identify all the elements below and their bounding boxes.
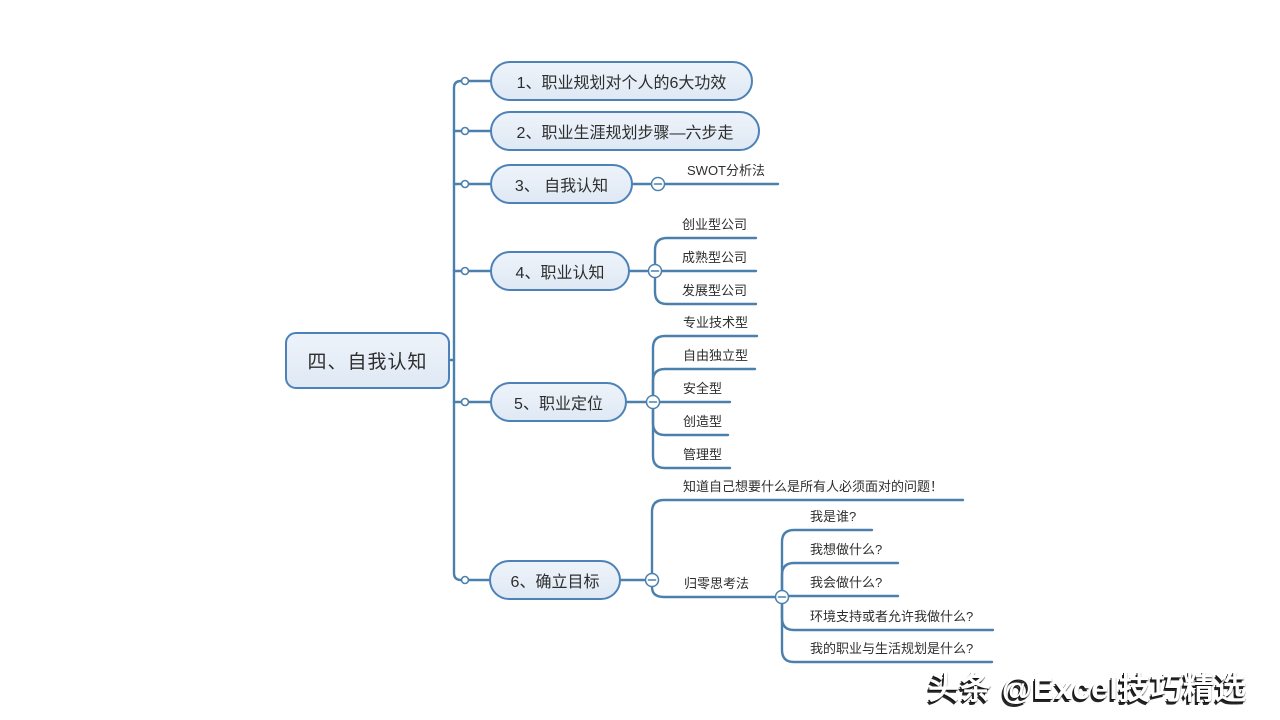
branch-dot: [460, 575, 470, 585]
subtopic-zero-thinking[interactable]: 归零思考法: [684, 576, 750, 591]
collapse-toggles: [644, 176, 790, 605]
collapse-toggle-icon[interactable]: [645, 394, 661, 410]
subtopic-what-can-do[interactable]: 我会做什么?: [810, 575, 883, 590]
root-topic[interactable]: 四、自我认知: [285, 332, 450, 389]
topic-node-5[interactable]: 5、职业定位: [490, 382, 627, 422]
collapse-toggle-icon[interactable]: [650, 176, 666, 192]
branch-point-dots: [460, 76, 470, 585]
subtopic-career-life-plan[interactable]: 我的职业与生活规划是什么?: [810, 641, 974, 656]
branch-dot: [460, 266, 470, 276]
branch-dot: [460, 397, 470, 407]
topic-node-6[interactable]: 6、确立目标: [489, 560, 621, 600]
subtopic-type-technical[interactable]: 专业技术型: [683, 315, 749, 330]
collapse-toggle-icon[interactable]: [774, 589, 790, 605]
subtopic-swot[interactable]: SWOT分析法: [687, 163, 765, 178]
subtopic-type-security[interactable]: 安全型: [683, 381, 723, 396]
subtopic-type-independent[interactable]: 自由独立型: [683, 348, 749, 363]
watermark: 头条 @Excel技巧精选: [928, 671, 1247, 706]
topic-node-2[interactable]: 2、职业生涯规划步骤—六步走: [490, 111, 760, 151]
collapse-toggle-icon[interactable]: [644, 572, 660, 588]
branch-dot: [460, 76, 470, 86]
collapse-toggle-icon[interactable]: [647, 263, 663, 279]
subtopic-type-creative[interactable]: 创造型: [683, 414, 723, 429]
subtopic-type-management[interactable]: 管理型: [683, 447, 723, 462]
subtopic-company-mature[interactable]: 成熟型公司: [682, 250, 748, 265]
leaf-branch-lines: [650, 182, 995, 664]
subtopic-goal-statement[interactable]: 知道自己想要什么是所有人必须面对的问题！: [683, 479, 944, 494]
topic-node-1[interactable]: 1、职业规划对个人的6大功效: [490, 61, 753, 101]
subtopic-what-want-to-do[interactable]: 我想做什么?: [810, 542, 883, 557]
subtopic-environment-allows[interactable]: 环境支持或者允许我做什么?: [810, 609, 974, 624]
subtopic-who-am-i[interactable]: 我是谁?: [810, 509, 857, 524]
branch-dot: [460, 179, 470, 189]
trunk-lines: [448, 79, 492, 582]
subtopic-company-startup[interactable]: 创业型公司: [682, 217, 748, 232]
topic-node-4[interactable]: 4、职业认知: [490, 251, 630, 291]
subtopic-company-growing[interactable]: 发展型公司: [682, 283, 748, 298]
branch-dot: [460, 126, 470, 136]
toggle-stubs: [619, 182, 653, 582]
topic-node-3[interactable]: 3、 自我认知: [490, 164, 633, 204]
